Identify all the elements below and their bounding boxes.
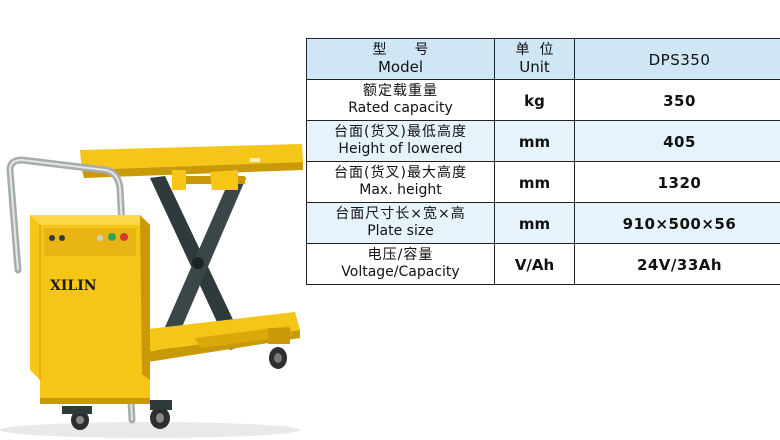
row-value: 405 [663,132,696,151]
row-name-en: Height of lowered [338,141,463,157]
header-unit-cell: 单位 Unit [494,38,575,80]
row-name-cn: 额定载重量 [363,83,438,99]
row-name-en: Max. height [359,182,442,198]
platform-top [80,144,303,170]
header-unit-en: Unit [519,58,550,76]
row-name-en: Rated capacity [348,100,453,116]
row-value: 24V/33Ah [636,255,723,274]
brand-logo: XILIN [50,278,97,294]
indicator-green [108,233,116,241]
row-name-cn: 台面(货叉)最低高度 [334,124,467,140]
indicator-red [120,233,128,241]
row-name-cn: 台面尺寸长×宽×高 [335,206,466,222]
row-name-en: Plate size [367,223,434,239]
row-unit: V/Ah [514,255,555,274]
table-header-row: 型号 Model 单位 Unit DPS350 [306,38,780,80]
lift-table-cart-image: XILIN [0,144,303,438]
row-unit: mm [518,214,551,233]
row-name-cn: 电压/容量 [367,247,434,263]
row-name-en: Voltage/Capacity [341,264,460,280]
header-model-en: Model [377,58,424,76]
header-model-value: DPS350 [574,38,780,80]
row-unit: kg [524,91,545,110]
row-value: 910×500×56 [622,214,737,233]
header-model-cell: 型号 Model [306,38,495,80]
header-unit-cn: 单位 [515,42,564,58]
control-box [30,215,150,380]
row-unit: mm [518,173,551,192]
row-value: 1320 [657,173,702,192]
row-name-cn: 台面(货叉)最大高度 [334,165,467,181]
base-frame [140,312,300,352]
header-model-cn: 型号 [372,42,457,58]
row-value: 350 [663,91,696,110]
row-unit: mm [518,132,551,151]
